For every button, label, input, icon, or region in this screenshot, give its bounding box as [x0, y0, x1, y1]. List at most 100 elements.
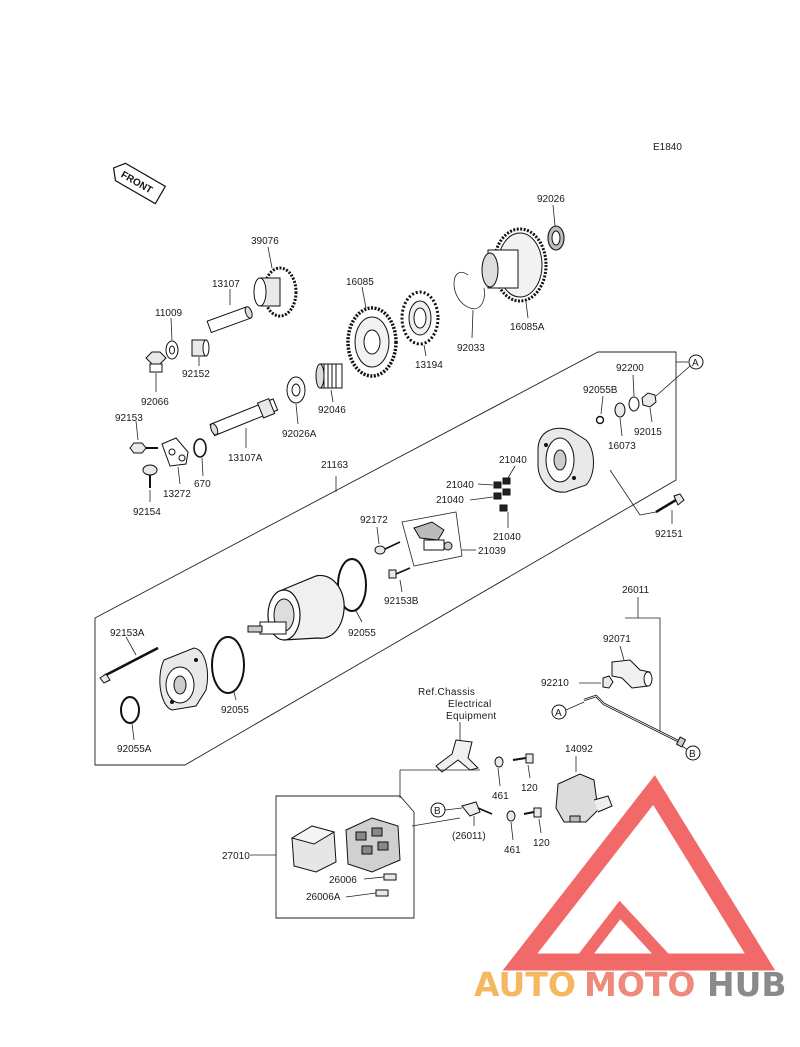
label-13107A: 13107A: [228, 453, 263, 464]
gear-16085: [346, 306, 398, 378]
label-21163: 21163: [321, 460, 349, 471]
fuse-26006A: [375, 889, 389, 897]
diagram-code: E1840: [653, 142, 682, 153]
bolt-120-lower: [523, 807, 542, 818]
screw-92172: [374, 541, 401, 555]
label-92015: 92015: [634, 427, 662, 438]
label-92071: 92071: [603, 634, 631, 645]
callout-B-cable: [685, 745, 701, 761]
oring-92055-lower: [211, 636, 245, 694]
label-16085: 16085: [346, 277, 374, 288]
label-92046: 92046: [318, 405, 346, 416]
ref-note-line3: Equipment: [446, 711, 497, 722]
washer-461-upper: [494, 756, 504, 768]
label-26006A: 26006A: [306, 892, 341, 903]
label-21040-c: 21040: [436, 495, 464, 506]
washer-16073: [614, 402, 626, 418]
label-92153: 92153: [115, 413, 143, 424]
label-21040-a: 21040: [499, 455, 527, 466]
ref-note-line2: Electrical: [448, 699, 492, 710]
label-461-lower: 461: [504, 845, 521, 856]
label-92153A: 92153A: [110, 628, 145, 639]
label-92210: 92210: [541, 678, 569, 689]
label-92154: 92154: [133, 507, 161, 518]
bushing-92152: [191, 339, 210, 357]
circlip-92033: [453, 272, 485, 310]
label-92026: 92026: [537, 194, 565, 205]
plug-92066: [145, 351, 167, 373]
label-26011-ref: (26011): [452, 831, 486, 842]
washer-92026: [547, 225, 565, 251]
callout-B-cable-label: B: [689, 749, 696, 760]
screw-92153B: [388, 567, 411, 579]
label-92153B: 92153B: [384, 596, 419, 607]
label-13194: 13194: [415, 360, 443, 371]
bolt-92154: [142, 464, 158, 488]
label-92033: 92033: [457, 343, 485, 354]
label-26006: 26006: [329, 875, 357, 886]
label-11009: 11009: [155, 308, 183, 319]
fuse-26006: [383, 873, 397, 881]
label-92172: 92172: [360, 515, 388, 526]
watermark-logo: [502, 775, 776, 971]
label-21040-d: 21040: [493, 532, 521, 543]
brush-holder-21039: [413, 521, 453, 551]
bracket-chassis: [435, 739, 479, 773]
cable-26011: [583, 694, 687, 748]
washer-92026A: [286, 376, 306, 404]
shaft-13107: [206, 306, 253, 334]
label-27010: 27010: [222, 851, 250, 862]
bolt-120-upper: [512, 753, 534, 764]
nut-92210: [602, 675, 614, 689]
label-13107: 13107: [212, 279, 240, 290]
terminal-26011: [461, 801, 493, 817]
watermark-auto: AUTO: [474, 965, 576, 1004]
callout-A-top-label: A: [692, 358, 699, 369]
brushes-21040: [493, 477, 511, 512]
washer-11009: [165, 340, 179, 360]
nut-92015: [641, 392, 657, 408]
callout-A-cable-label: A: [555, 708, 562, 719]
ref-note-line1: Ref.Chassis: [418, 687, 475, 698]
relay-27010: [290, 817, 401, 873]
label-92055-upper: 92055: [348, 628, 376, 639]
label-14092: 14092: [565, 744, 593, 755]
bolt-92153: [129, 442, 158, 454]
label-39076: 39076: [251, 236, 279, 247]
label-92200: 92200: [616, 363, 644, 374]
label-16085A: 16085A: [510, 322, 545, 333]
yoke-housing: [247, 574, 345, 641]
label-92055B: 92055B: [583, 385, 618, 396]
bolt-92151: [655, 493, 685, 514]
bearing-92046: [315, 363, 343, 389]
label-26011: 26011: [622, 585, 650, 596]
cap-92071: [611, 659, 653, 689]
washer-92200: [628, 396, 640, 412]
label-461-upper: 461: [492, 791, 509, 802]
label-120-upper: 120: [521, 783, 538, 794]
callout-B-lower-label: B: [434, 806, 441, 817]
label-92152: 92152: [182, 369, 210, 380]
end-cover-rear: [537, 427, 594, 493]
label-92055A: 92055A: [117, 744, 152, 755]
brush-holder-box: [401, 511, 463, 567]
oring-92055B: [595, 415, 605, 425]
gear-16085A: [481, 227, 548, 303]
bolt-92153A: [99, 646, 159, 684]
relay-assy-outline: [275, 795, 415, 919]
cover-14092: [555, 773, 613, 823]
oring-670: [193, 438, 207, 458]
label-92066: 92066: [141, 397, 169, 408]
callout-A-top: [688, 354, 704, 370]
clutch-13194: [400, 290, 440, 346]
label-92151: 92151: [655, 529, 683, 540]
oring-92055A: [120, 696, 140, 724]
label-92026A: 92026A: [282, 429, 317, 440]
gear-39076: [253, 266, 298, 318]
label-120-lower: 120: [533, 838, 550, 849]
label-670: 670: [194, 479, 211, 490]
label-21040-b: 21040: [446, 480, 474, 491]
label-13272: 13272: [163, 489, 191, 500]
watermark-hub: HUB: [707, 965, 787, 1004]
